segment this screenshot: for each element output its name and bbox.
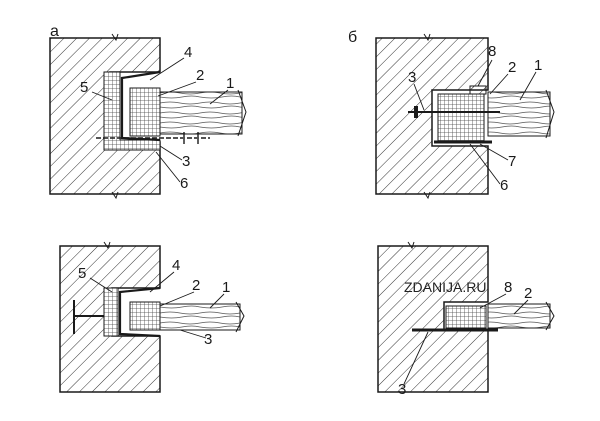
wall-break-mark bbox=[407, 241, 415, 250]
anchor-tee bbox=[73, 300, 104, 334]
panel-b: б 8 2 1 3 7 6 bbox=[348, 29, 555, 200]
wall-break-mark bbox=[111, 191, 119, 200]
anchor-plate bbox=[414, 106, 418, 118]
callout-4: 4 bbox=[184, 44, 192, 61]
wall-break-mark bbox=[423, 191, 431, 200]
anchor-bolt bbox=[96, 132, 210, 144]
wall-break-mark bbox=[423, 33, 431, 42]
wall-b bbox=[375, 37, 489, 195]
insulation-layer bbox=[103, 287, 119, 337]
panel-a: а 5 4 2 1 3 6 bbox=[49, 23, 247, 200]
steel-shoe bbox=[118, 286, 161, 338]
callout-6: 6 bbox=[500, 177, 508, 194]
callout-5: 5 bbox=[80, 79, 88, 96]
wall-break-mark bbox=[111, 33, 119, 42]
callout-1: 1 bbox=[226, 75, 234, 92]
wall-break-mark bbox=[103, 241, 111, 250]
callout-2: 2 bbox=[508, 59, 516, 76]
beam-break-mark bbox=[545, 89, 555, 139]
callout-3: 3 bbox=[398, 381, 406, 398]
callout-8: 8 bbox=[504, 279, 512, 296]
callout-3: 3 bbox=[408, 69, 416, 86]
gasket-block bbox=[129, 87, 161, 137]
leader-lines bbox=[403, 293, 529, 385]
wedge-8 bbox=[469, 85, 487, 95]
callout-7: 7 bbox=[508, 153, 516, 170]
panel-a-letter: а bbox=[50, 23, 59, 40]
timber-beam bbox=[159, 303, 241, 331]
beam-break-mark bbox=[237, 89, 247, 137]
steel-shoe bbox=[120, 70, 161, 142]
watermark: ZDANIJA.RU bbox=[404, 279, 486, 295]
callout-1: 1 bbox=[534, 57, 542, 74]
callout-6: 6 bbox=[180, 175, 188, 192]
timber-beam bbox=[159, 91, 243, 135]
callout-3: 3 bbox=[182, 153, 190, 170]
panel-c: 5 4 2 1 3 bbox=[59, 241, 245, 393]
beam-break-mark bbox=[545, 301, 555, 331]
panel-b-letter: б bbox=[348, 29, 357, 46]
callout-5: 5 bbox=[78, 265, 86, 282]
leader-lines bbox=[413, 59, 537, 185]
callout-2: 2 bbox=[196, 67, 204, 84]
beam-break-mark bbox=[235, 301, 245, 333]
leader-lines bbox=[89, 271, 225, 339]
callout-2: 2 bbox=[524, 285, 532, 302]
gasket-block bbox=[445, 305, 487, 329]
callout-8: 8 bbox=[488, 43, 496, 60]
callout-4: 4 bbox=[172, 257, 180, 274]
callout-2: 2 bbox=[192, 277, 200, 294]
panel-d: ZDANIJA.RU 8 2 3 bbox=[377, 241, 555, 398]
leader-lines bbox=[91, 57, 229, 183]
timber-beam bbox=[487, 91, 551, 137]
callout-3: 3 bbox=[204, 331, 212, 348]
callout-1: 1 bbox=[222, 279, 230, 296]
timber-beam bbox=[487, 303, 551, 329]
gasket-block bbox=[437, 93, 485, 143]
gasket-block bbox=[129, 301, 161, 331]
